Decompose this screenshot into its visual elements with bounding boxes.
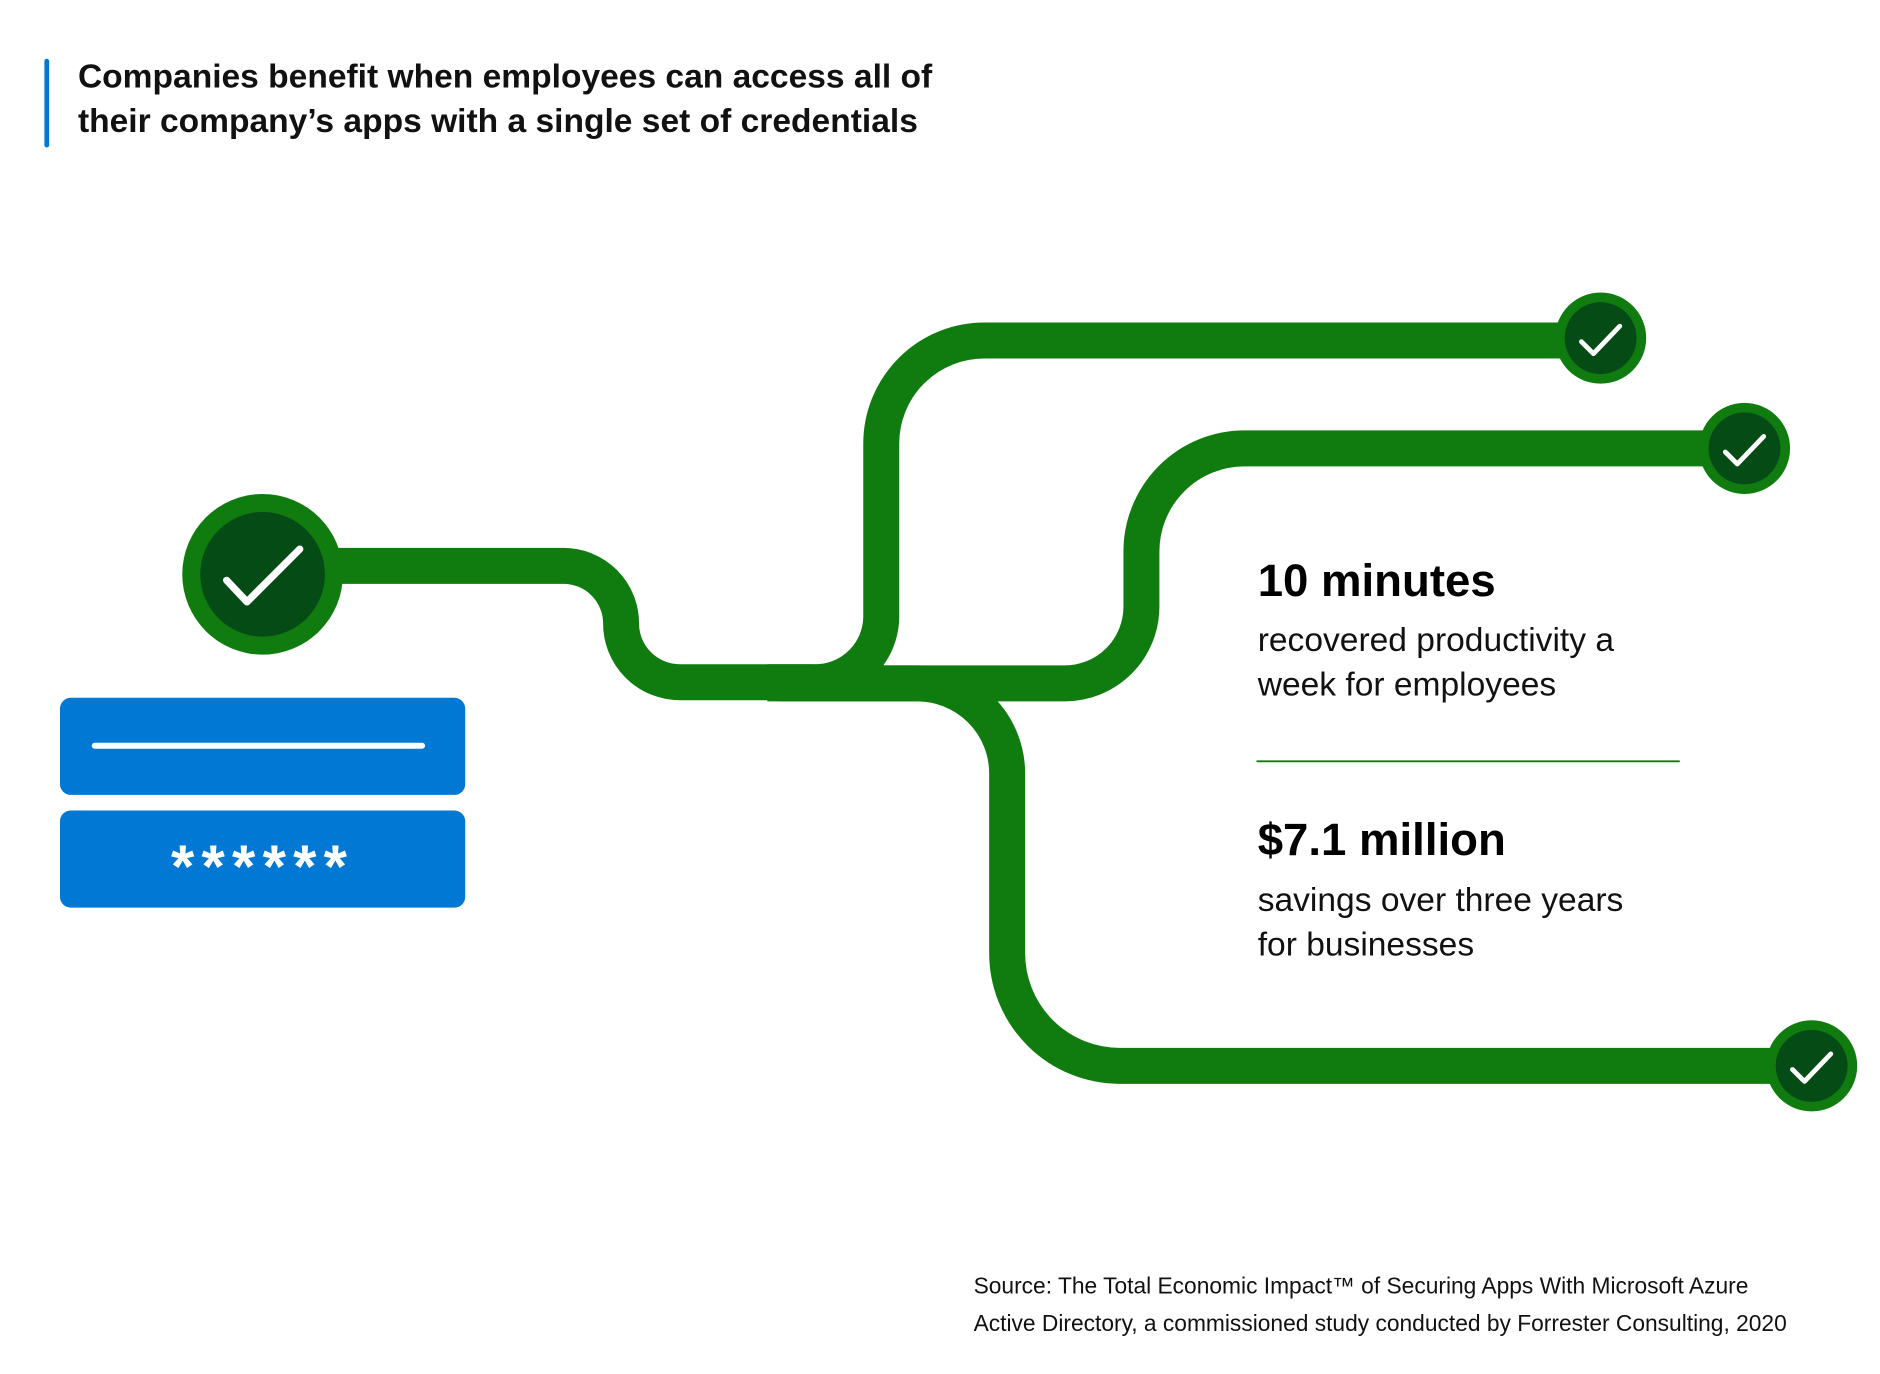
title-accent-bar xyxy=(44,58,50,148)
check-circle-icon-app-3 xyxy=(1766,1020,1858,1112)
check-circle-icon-app-1 xyxy=(1555,292,1647,384)
track-input xyxy=(323,547,816,701)
username-field-icon xyxy=(59,697,466,795)
password-mask: ****** xyxy=(171,833,354,900)
check-circle-icon-app-2 xyxy=(1698,402,1791,494)
track-branch-2 xyxy=(767,430,1745,702)
title-line-2: their company’s apps with a single set o… xyxy=(78,103,918,140)
track-branch-3 xyxy=(779,665,1812,1084)
stat-desc-savings-1: savings over three years xyxy=(1258,882,1624,919)
password-field-icon: ****** xyxy=(59,810,466,908)
check-circle-icon xyxy=(182,493,343,655)
stat-value-productivity: 10 minutes xyxy=(1258,555,1496,606)
source-line-1: Source: The Total Economic Impact™ of Se… xyxy=(974,1273,1749,1299)
title-line-1: Companies benefit when employees can acc… xyxy=(78,59,933,96)
source-line-2: Active Directory, a commissioned study c… xyxy=(974,1310,1787,1336)
stat-value-savings: $7.1 million xyxy=(1258,814,1506,865)
stat-desc-savings-2: for businesses xyxy=(1258,927,1474,964)
stat-desc-productivity-2: week for employees xyxy=(1257,666,1556,703)
stat-desc-productivity-1: recovered productivity a xyxy=(1258,622,1615,659)
connection-tracks xyxy=(323,322,1812,1084)
